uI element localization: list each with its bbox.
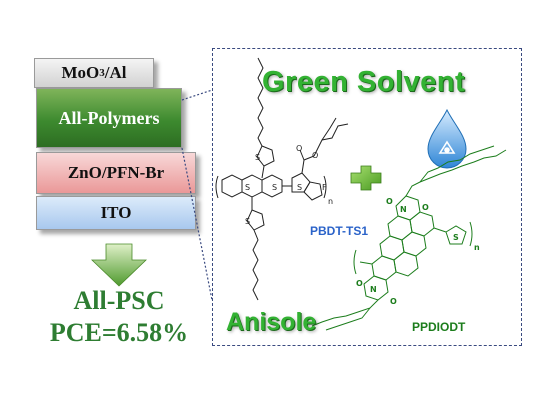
atom-o-5: O <box>356 279 363 288</box>
atom-s-5: S <box>245 217 250 226</box>
atom-o-4: O <box>422 203 429 212</box>
plus-icon <box>350 165 382 191</box>
solvent-panel <box>212 48 522 346</box>
ppdiodt-atom-labels: N N O O O O S n <box>356 197 480 306</box>
repeat-n-donor: n <box>328 197 333 206</box>
ppdiodt-structure <box>311 145 507 331</box>
atom-n-1: N <box>400 205 407 214</box>
zoom-line-bottom <box>181 147 213 301</box>
down-arrow-icon <box>91 243 147 287</box>
zoom-line-top <box>181 89 213 101</box>
panel-title: Green Solvent <box>262 66 466 98</box>
atom-n-2: N <box>370 285 377 294</box>
moo3-subscript: 3 <box>99 67 105 79</box>
pbdt-atom-labels: S S S S S O O F n <box>245 144 333 226</box>
atom-o-3: O <box>386 197 393 206</box>
result-all-psc: All-PSC <box>73 286 165 315</box>
atom-s-3: S <box>272 183 277 192</box>
moo3-label: MoO <box>61 63 100 82</box>
al-label: /Al <box>104 63 127 82</box>
zno-pfn-label: ZnO/PFN-Br <box>67 163 165 182</box>
donor-label: PBDT-TS1 <box>310 224 369 238</box>
pbdt-ts1-structure <box>215 57 349 301</box>
atom-s-1: S <box>255 153 260 162</box>
all-polymers-label: All-Polymers <box>58 107 160 128</box>
atom-f: F <box>322 183 327 192</box>
atom-s-4: S <box>297 183 302 192</box>
atom-o-1: O <box>296 144 302 153</box>
acceptor-label: PPDIODT <box>412 320 466 334</box>
solvent-name: Anisole <box>226 308 317 336</box>
atom-s-6: S <box>453 233 459 242</box>
atom-o-6: O <box>390 297 397 306</box>
ito-layer: ITO <box>36 196 196 230</box>
ito-label: ITO <box>100 203 132 222</box>
recycle-icon <box>438 140 456 154</box>
atom-o-2: O <box>312 151 318 160</box>
all-polymers-layer: All-Polymers <box>36 88 182 148</box>
repeat-n-acceptor: n <box>474 243 480 252</box>
water-drop-icon <box>427 108 467 169</box>
atom-s-2: S <box>245 183 250 192</box>
zno-pfn-layer: ZnO/PFN-Br <box>36 152 196 194</box>
result-pce: PCE=6.58% <box>49 318 189 347</box>
